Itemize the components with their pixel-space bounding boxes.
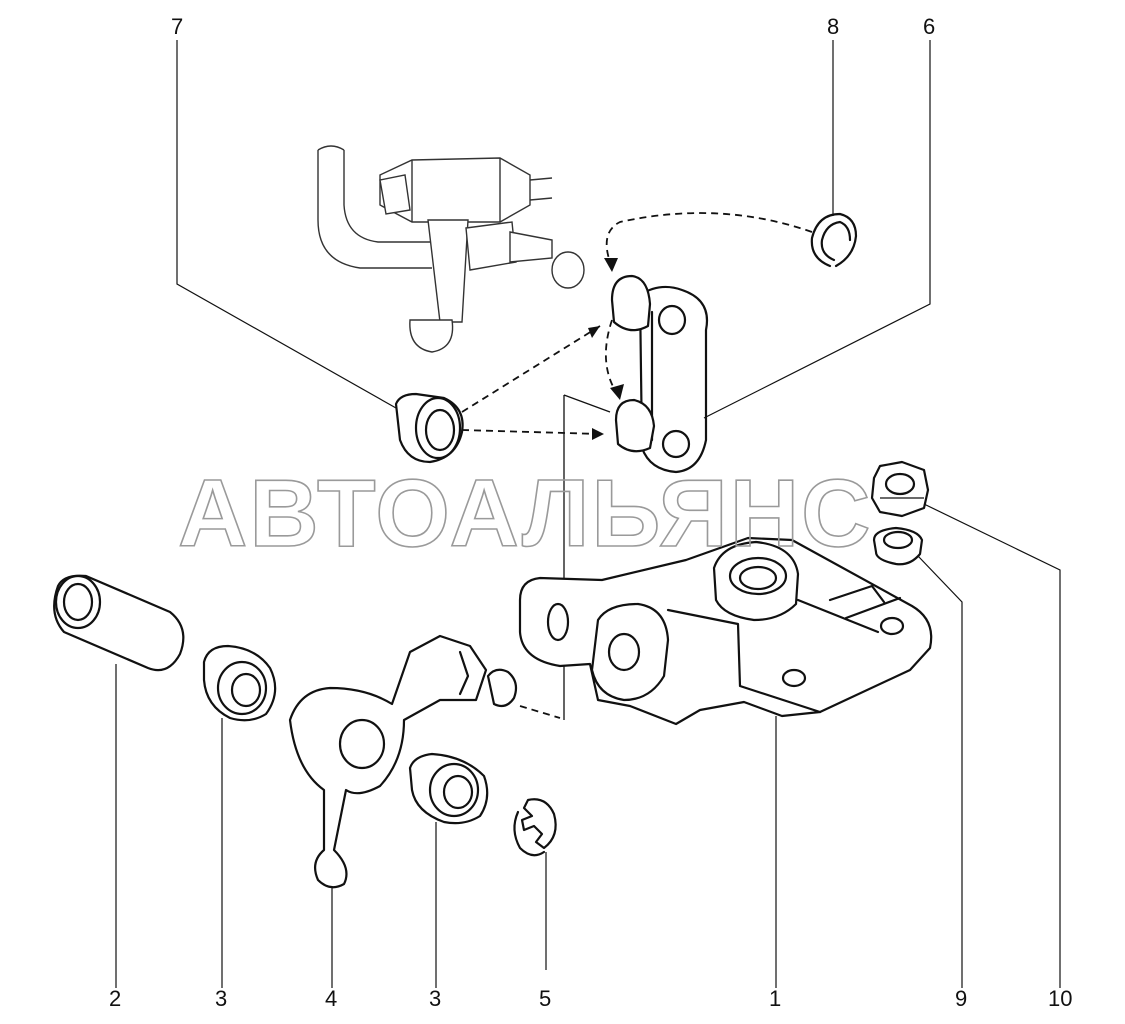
part-10-nut [870,460,930,518]
part-7-bushing [394,392,464,464]
background-mechanism-ghost [317,145,585,353]
watermark-text: АВТОАЛЬЯНС [178,460,872,567]
callout-7: 7 [171,14,183,39]
part-2-pin [53,574,185,672]
callout-2: 2 [109,986,121,1011]
part-9-washer [872,526,924,566]
callout-5: 5 [539,986,551,1011]
part-6-link-rod [610,274,709,474]
part-1-housing [518,536,933,726]
part-5-retaining-clip [513,798,557,857]
part-3-bushing-right [408,752,489,825]
leader-lines [115,40,1061,988]
callout-6: 6 [923,14,935,39]
callout-9: 9 [955,986,967,1011]
callout-1: 1 [769,986,781,1011]
part-4-lever [288,634,518,889]
callout-labels: 7 8 6 2 3 4 3 5 1 9 10 [109,14,1072,1011]
callout-8: 8 [827,14,839,39]
assembly-direction-arrows [461,212,813,720]
callout-4: 4 [325,986,337,1011]
callout-3-right: 3 [429,986,441,1011]
callout-3-left: 3 [215,986,227,1011]
part-3-bushing-left [202,644,277,722]
callout-10: 10 [1048,986,1072,1011]
part-8-snap-ring [810,212,858,268]
